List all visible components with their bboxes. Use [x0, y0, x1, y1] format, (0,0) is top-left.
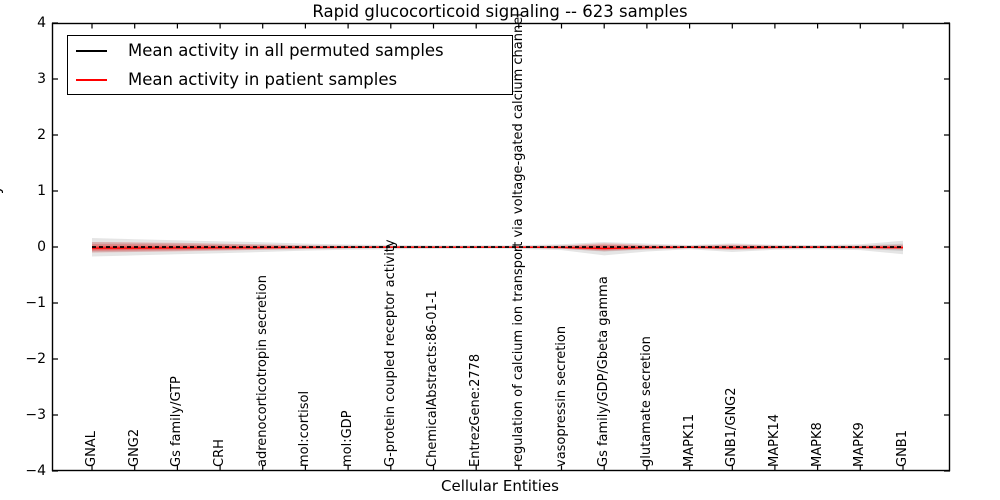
- x-tick-label: Gs family/GDP/Gbeta gamma: [596, 276, 612, 467]
- x-tick-label: MAPK9: [852, 422, 868, 467]
- x-tick-label: regulation of calcium ion transport via …: [510, 13, 526, 467]
- x-tick-label: MAPK8: [809, 422, 825, 467]
- legend: Mean activity in all permuted samples Me…: [67, 35, 513, 95]
- x-tick-label: mol:GDP: [340, 410, 356, 467]
- legend-item-permuted: Mean activity in all permuted samples: [68, 37, 512, 65]
- x-tick-label: mol:cortisol: [297, 390, 313, 467]
- y-tick-label: 1: [37, 183, 46, 199]
- x-tick-label: glutamate secretion: [638, 336, 654, 467]
- legend-label: Mean activity in patient samples: [128, 70, 398, 89]
- x-axis-label: Cellular Entities: [441, 477, 559, 495]
- x-tick-label: GNB1/GNG2: [724, 387, 740, 467]
- y-tick-label: 4: [37, 15, 46, 31]
- x-tick-label: GNAL: [84, 431, 99, 467]
- y-tick-label: −3: [25, 407, 46, 423]
- y-tick-label: −4: [25, 463, 46, 479]
- chart-title: Rapid glucocorticoid signaling -- 623 sa…: [312, 2, 688, 21]
- x-tick-label: adrenocorticotropin secretion: [254, 275, 270, 467]
- x-tick-label: GNB1: [895, 430, 910, 467]
- tick-marks: [52, 22, 950, 472]
- y-axis-label: Inferred Activity: [0, 185, 4, 305]
- x-tick-label: vasopressin secretion: [553, 325, 569, 467]
- y-tick-label: −2: [25, 351, 46, 367]
- black-line-swatch-icon: [76, 49, 107, 52]
- legend-label: Mean activity in all permuted samples: [128, 41, 444, 60]
- x-tick-label: CRH: [212, 439, 228, 467]
- x-tick-label: GNG2: [126, 428, 142, 467]
- x-tick-label: EntrezGene:2778: [468, 353, 484, 467]
- y-tick-label: 0: [37, 239, 46, 255]
- x-tick-label: ChemicalAbstracts:86-01-1: [425, 290, 441, 467]
- x-tick-label: MAPK14: [766, 413, 782, 467]
- red-line-swatch-icon: [76, 78, 107, 81]
- x-tick-label: Gs family/GTP: [169, 376, 185, 467]
- y-tick-label: −1: [25, 295, 46, 311]
- x-tick-label: MAPK11: [681, 413, 697, 467]
- legend-item-patient: Mean activity in patient samples: [68, 66, 512, 94]
- y-tick-label: 3: [37, 71, 46, 87]
- y-tick-label: 2: [37, 127, 46, 143]
- x-tick-label: G-protein coupled receptor activity: [382, 239, 398, 467]
